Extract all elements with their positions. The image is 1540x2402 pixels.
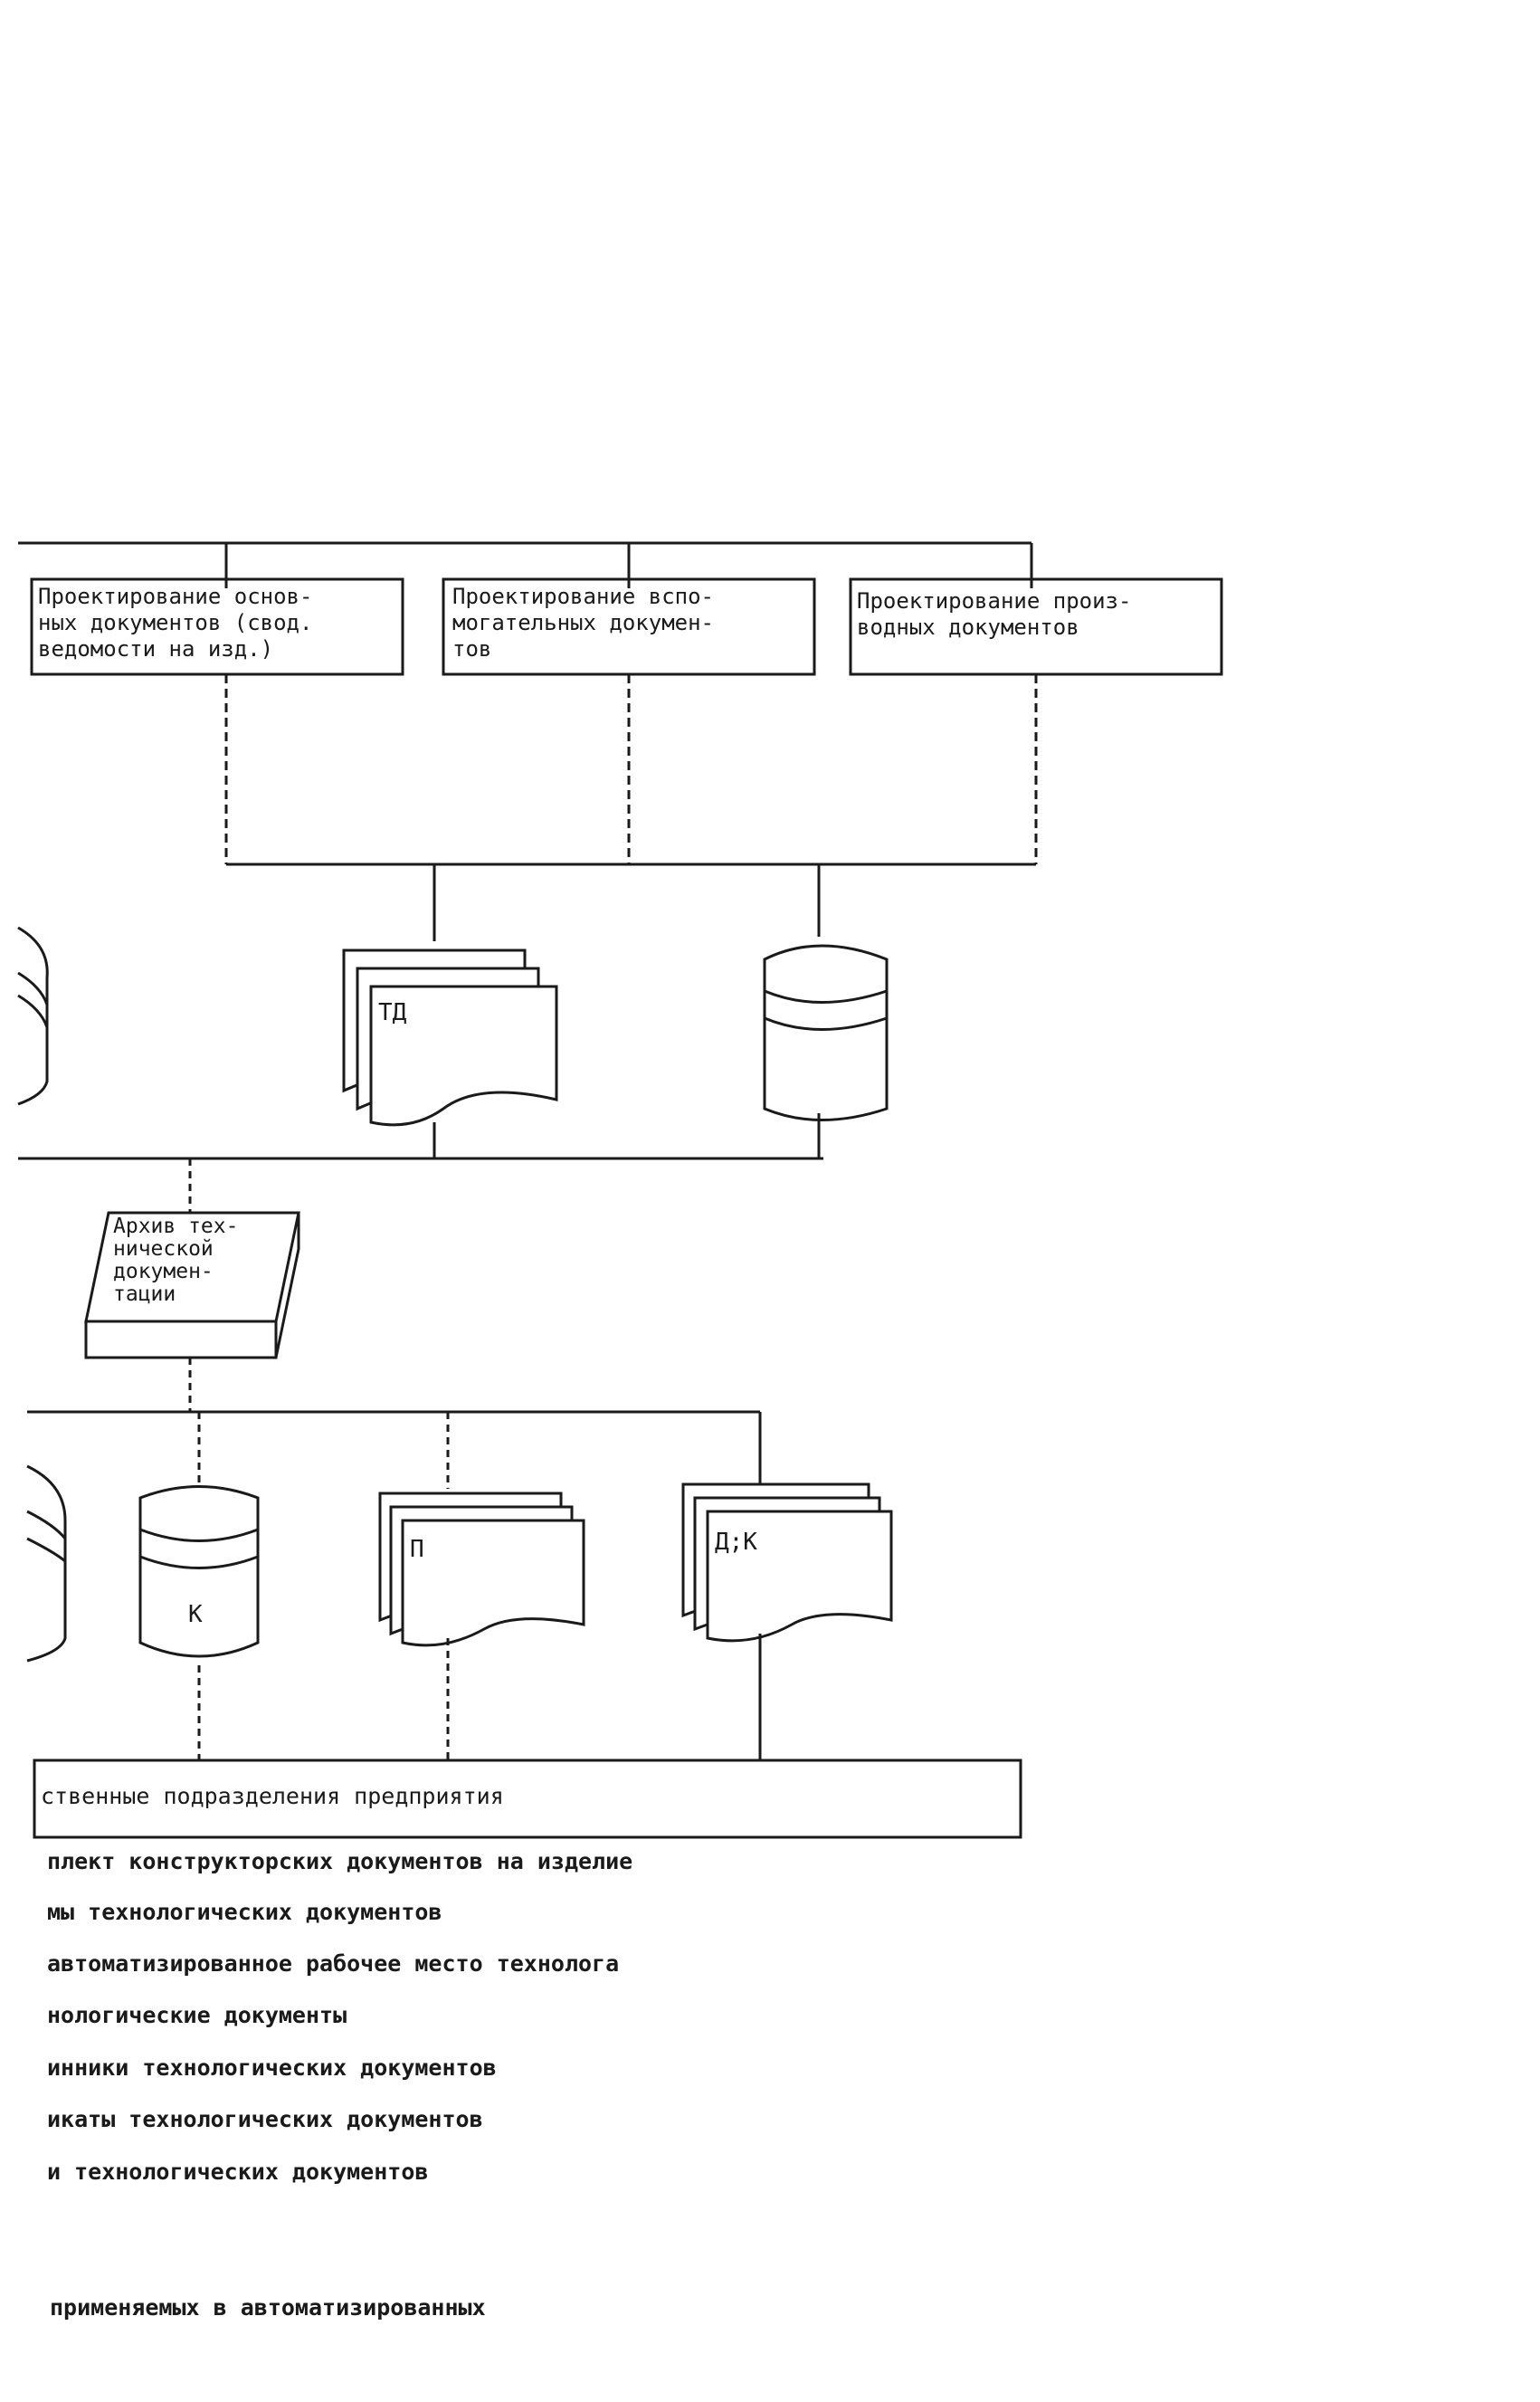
db-partial-left-2-icon [26,1510,67,1539]
td-documents-icon [342,948,558,1127]
database-icon [763,944,889,1121]
box-basic-docs-frame [30,577,404,676]
db-partial-left-1-icon [17,926,49,1106]
legend-item: автоматизированное рабочее место техноло… [47,1950,620,1977]
departments-bar-frame [33,1759,1022,1839]
dk-label: Д;К [715,1529,757,1556]
departments-bar-label: ственные подразделения предприятия [41,1783,504,1809]
archive-label: Архив тех- нической докумен- тации [113,1215,239,1306]
legend-item: инники технологических документов [47,2054,497,2081]
db-partial-left-2-icon [26,1537,66,1563]
legend-item: нологические документы [47,2002,347,2028]
p-label: П [410,1536,424,1563]
dk-documents-icon [681,1482,893,1643]
legend-item: икаты технологических документов [47,2106,483,2132]
db-partial-left-1-icon [17,994,49,1028]
legend-item: мы технологических документов [47,1899,442,1925]
db-partial-left-2-icon [26,1464,67,1663]
p-documents-icon [378,1492,585,1647]
k-database-icon [138,1485,260,1658]
legend-item: и технологических документов [47,2159,429,2185]
box-aux-docs-label: Проектирование вспо- могательных докумен… [452,584,714,662]
box-derived-docs-label: Проектирование произ- водных документов [857,588,1132,640]
archive-book-icon [84,1211,300,1359]
k-label: К [188,1601,203,1628]
legend-item: плект конструкторских документов на изде… [47,1848,633,1874]
caption-text: применяемых в автоматизированных [50,2294,486,2321]
td-label: ТД [378,999,407,1026]
box-basic-docs-label: Проектирование основ- ных документов (св… [38,584,313,662]
db-partial-left-1-icon [17,971,49,1006]
